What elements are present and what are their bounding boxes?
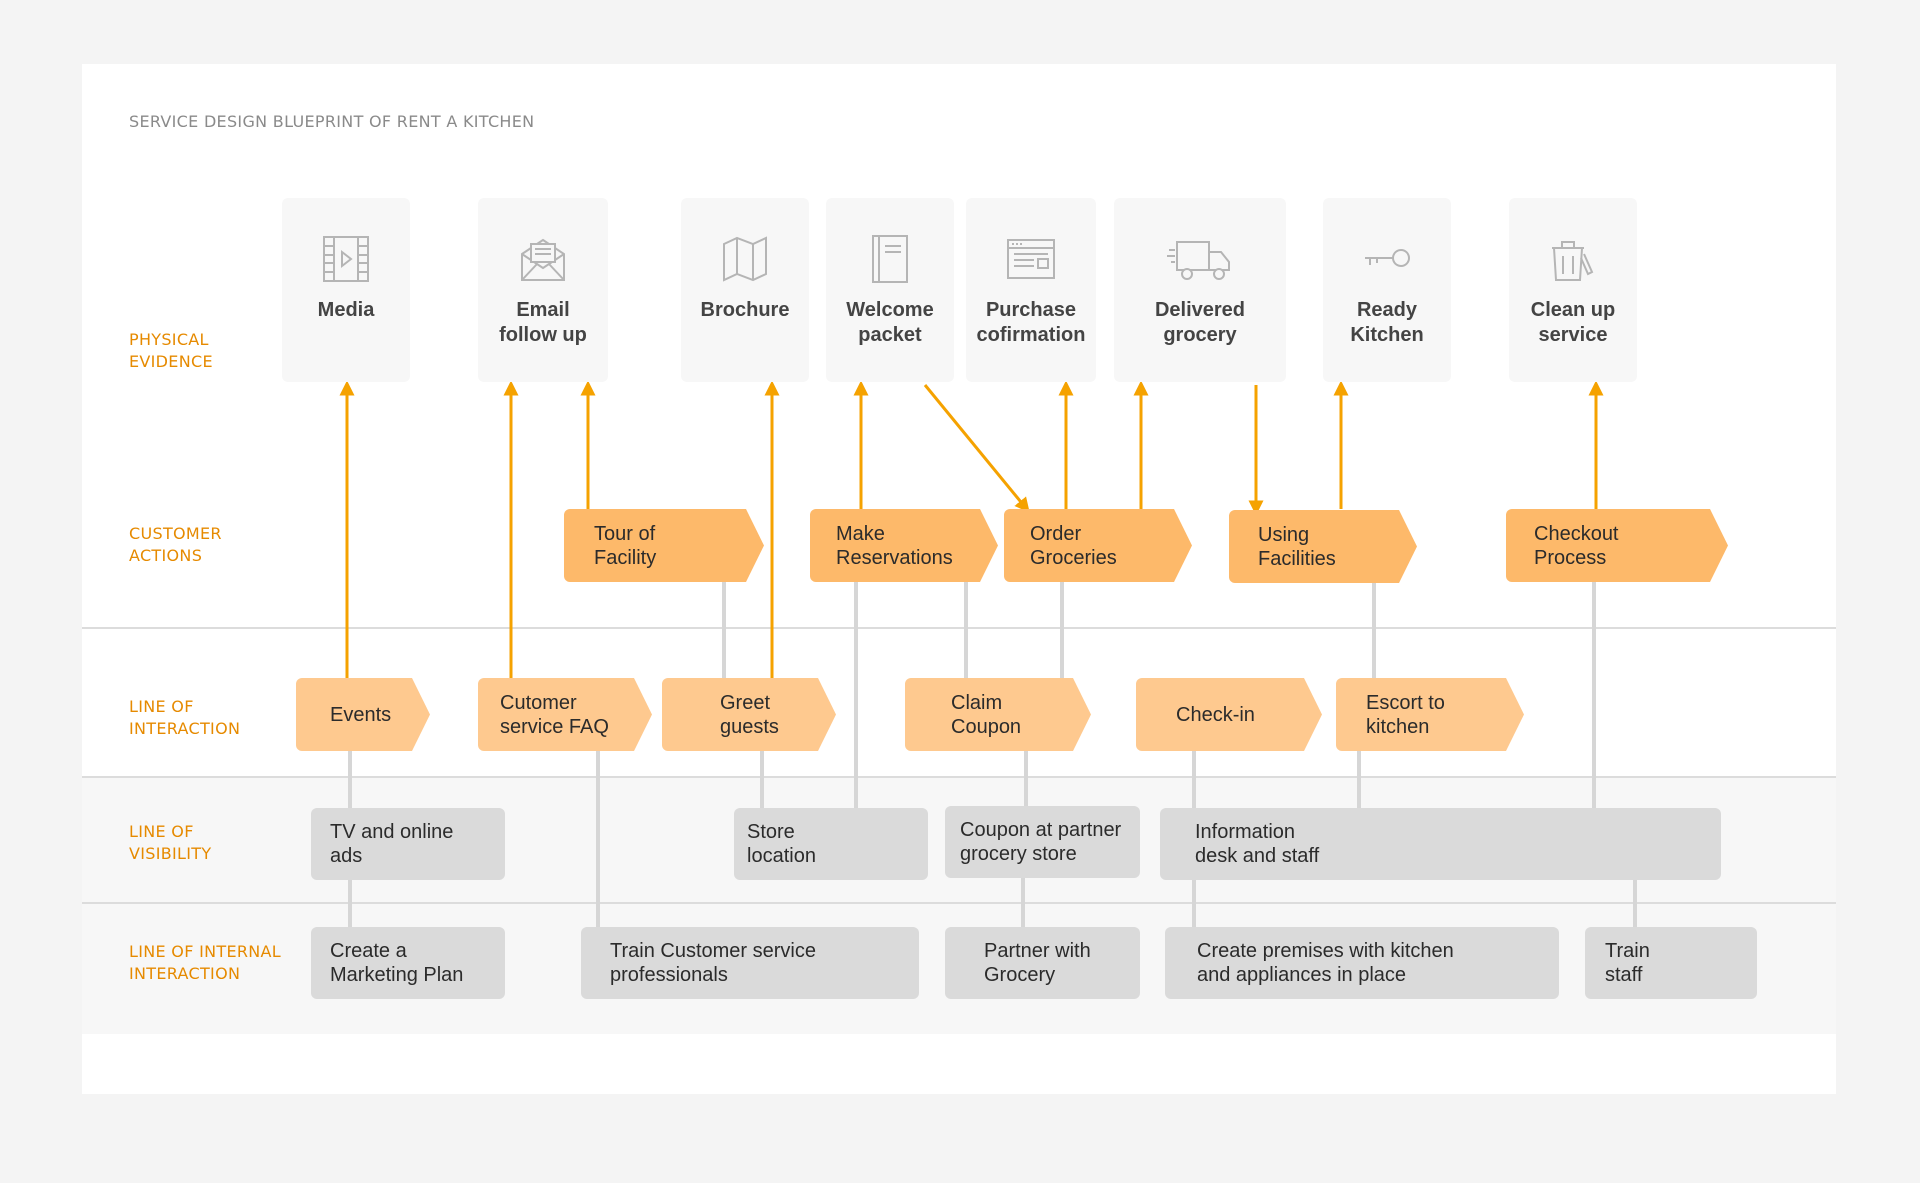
line-of-internal-interaction-divider — [82, 902, 1836, 904]
action-tour-of-facility: Tour of Facility — [564, 509, 764, 582]
interaction-customer-service-faq: Cutomer service FAQ — [478, 678, 652, 751]
action-using-facilities: Using Facilities — [1229, 510, 1417, 583]
interaction-events: Events — [296, 678, 430, 751]
evidence-label: Brochure — [700, 299, 790, 321]
evidence-welcome-packet: Welcome packet — [826, 198, 954, 382]
evidence-label: Email follow up — [499, 299, 587, 346]
evidence-label: Delivered grocery — [1154, 299, 1246, 346]
evidence-ready-kitchen: Ready Kitchen — [1323, 198, 1451, 382]
evidence-label: Ready Kitchen — [1350, 299, 1424, 346]
orange-arrows — [339, 380, 1604, 680]
map-icon — [720, 234, 770, 284]
page-title: SERVICE DESIGN BLUEPRINT OF RENT A KITCH… — [129, 112, 535, 131]
internal-create-marketing-plan: Create a Marketing Plan — [311, 927, 505, 999]
visibility-coupon-at-partner-store: Coupon at partner grocery store — [945, 806, 1140, 878]
truck-icon — [1167, 234, 1233, 284]
evidence-purchase-confirmation: Purchase cofirmation — [966, 198, 1096, 382]
action-make-reservations: Make Reservations — [810, 509, 998, 582]
evidence-label: Welcome packet — [846, 299, 934, 346]
evidence-delivered-grocery: Delivered grocery — [1114, 198, 1286, 382]
envelope-icon — [518, 234, 568, 284]
lane-label-line-of-interaction: LINE OF INTERACTION — [129, 697, 241, 738]
action-checkout-process: Checkout Process — [1506, 509, 1728, 582]
document-icon — [865, 234, 915, 284]
action-order-groceries: Order Groceries — [1004, 509, 1192, 582]
line-of-visibility-divider — [82, 776, 1836, 778]
lane-label-line-of-internal-interaction: LINE OF INTERNAL INTERACTION — [129, 942, 281, 983]
visibility-information-desk-and-staff: Information desk and staff — [1160, 808, 1721, 880]
evidence-brochure: Brochure — [681, 198, 809, 382]
evidence-clean-up-service: Clean up service — [1509, 198, 1637, 382]
trash-bin-icon — [1548, 234, 1598, 284]
internal-train-staff: Train staff — [1585, 927, 1757, 999]
gray-connectors — [348, 580, 1637, 930]
internal-train-customer-service: Train Customer service professionals — [581, 927, 919, 999]
lane-label-physical-evidence: PHYSICAL EVIDENCE — [129, 330, 213, 371]
visibility-store-location: Store location — [734, 808, 928, 880]
interaction-escort-to-kitchen: Escort to kitchen — [1336, 678, 1524, 751]
evidence-label: Clean up service — [1530, 299, 1616, 346]
evidence-email-follow-up: Email follow up — [478, 198, 608, 382]
internal-partner-with-grocery: Partner with Grocery — [945, 927, 1140, 999]
evidence-label: Media — [317, 299, 375, 321]
interaction-greet-guests: Greet guests — [662, 678, 836, 751]
interaction-claim-coupon: Claim Coupon — [905, 678, 1091, 751]
lane-label-line-of-visibility: LINE OF VISIBILITY — [129, 822, 212, 863]
internal-create-premises: Create premises with kitchen and applian… — [1165, 927, 1559, 999]
interaction-check-in: Check-in — [1136, 678, 1322, 751]
key-icon — [1362, 234, 1412, 284]
visibility-tv-and-online-ads: TV and online ads — [311, 808, 505, 880]
lane-label-customer-actions: CUSTOMER ACTIONS — [129, 524, 222, 565]
line-of-interaction-divider — [82, 627, 1836, 629]
browser-window-icon — [1006, 234, 1056, 284]
evidence-label: Purchase cofirmation — [976, 299, 1086, 346]
evidence-media: Media — [282, 198, 410, 382]
film-icon — [321, 234, 371, 284]
